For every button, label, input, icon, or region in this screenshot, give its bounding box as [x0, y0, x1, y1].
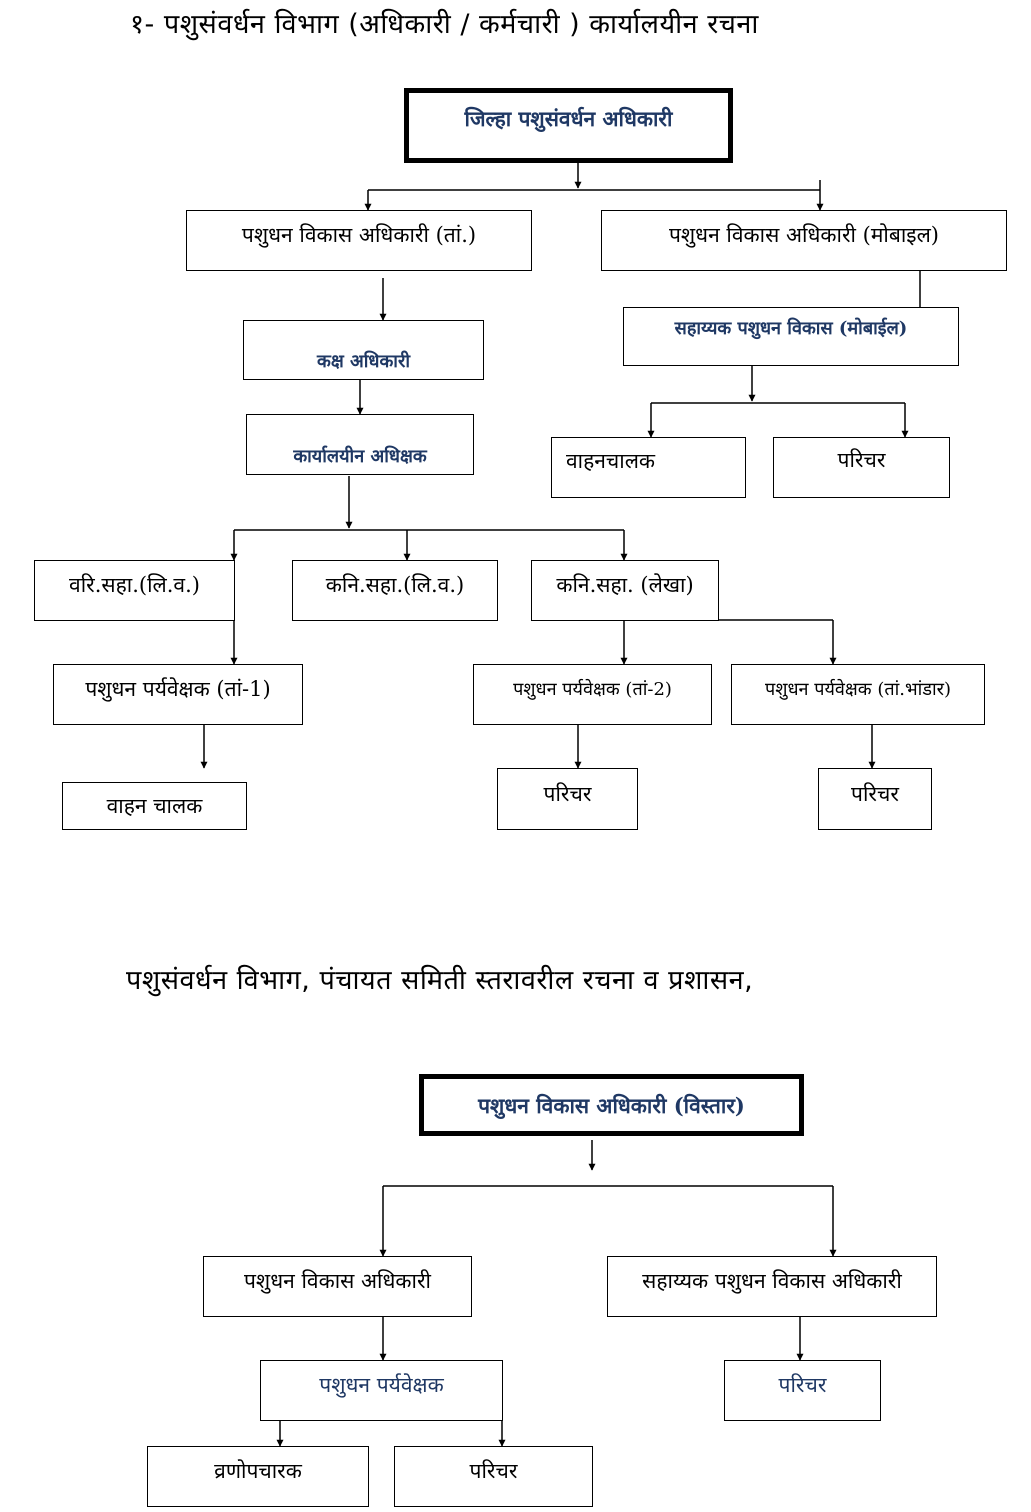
- node-panchayat-asst-ldo: सहाय्यक पशुधन विकास अधिकारी: [607, 1256, 937, 1317]
- node-district-head: जिल्हा पशुसंवर्धन अधिकारी: [404, 88, 733, 163]
- node-driver-mobile: वाहनचालक: [551, 437, 746, 498]
- node-supervisor-store: पशुधन पर्यवेक्षक (तां.भांडार): [731, 664, 985, 725]
- node-office-superintendent: कार्यालयीन अधिक्षक: [246, 414, 474, 475]
- node-panchayat-dresser: व्रणोपचारक: [147, 1446, 369, 1507]
- node-ldo-taluka: पशुधन विकास अधिकारी (तां.): [186, 210, 532, 271]
- node-ldo-mobile: पशुधन विकास अधिकारी (मोबाइल): [601, 210, 1007, 271]
- node-supervisor-t2: पशुधन पर्यवेक्षक (तां-2): [473, 664, 712, 725]
- office-structure-title: १- पशुसंवर्धन विभाग (अधिकारी / कर्मचारी …: [130, 9, 759, 40]
- node-panchayat-attendant-right: परिचर: [724, 1360, 881, 1421]
- node-attendant-mobile: परिचर: [773, 437, 950, 498]
- node-panchayat-attendant-left: परिचर: [394, 1446, 593, 1507]
- node-junior-accounts: कनि.सहा. (लेखा): [531, 560, 719, 621]
- node-attendant-t2: परिचर: [497, 768, 638, 830]
- node-junior-clerk: कनि.सहा.(लि.व.): [292, 560, 498, 621]
- node-desk-officer: कक्ष अधिकारी: [243, 320, 484, 380]
- panchayat-structure-title: पशुसंवर्धन विभाग, पंचायत समिती स्तरावरील…: [126, 965, 754, 996]
- node-attendant-store: परिचर: [818, 768, 932, 830]
- node-senior-clerk: वरि.सहा.(लि.व.): [34, 560, 235, 621]
- node-asst-ldo-mobile: सहाय्यक पशुधन विकास (मोबाईल): [623, 307, 959, 366]
- node-driver-t1: वाहन चालक: [62, 782, 247, 830]
- node-panchayat-ldo: पशुधन विकास अधिकारी: [203, 1256, 472, 1317]
- node-supervisor-t1: पशुधन पर्यवेक्षक (तां-1): [53, 664, 303, 725]
- node-panchayat-supervisor: पशुधन पर्यवेक्षक: [260, 1360, 503, 1421]
- node-panchayat-head: पशुधन विकास अधिकारी (विस्तार): [419, 1074, 804, 1136]
